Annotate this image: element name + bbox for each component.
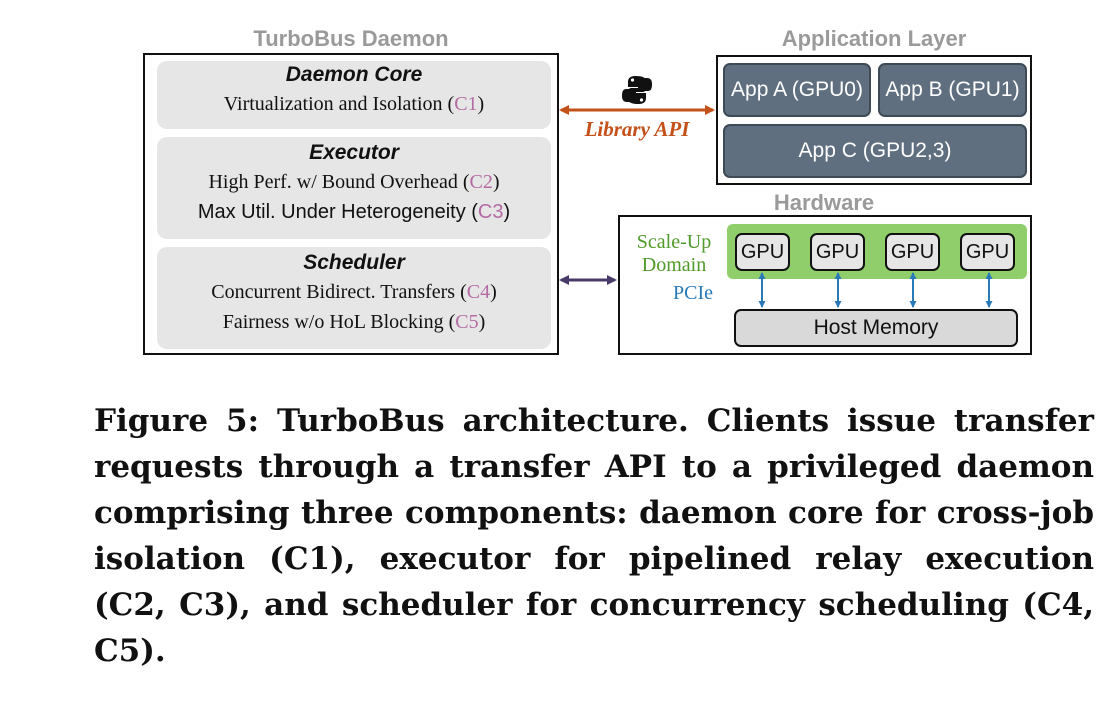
figure-caption: Figure 5: TurboBus architecture. Clients… — [94, 403, 1094, 669]
scheduler-line-2: Fairness w/o HoL Blocking (C5) — [222, 311, 486, 333]
executor-title: Executor — [309, 141, 399, 164]
executor-line-1: High Perf. w/ Bound Overhead (C2) — [208, 171, 500, 193]
python-logo-icon — [622, 76, 652, 104]
app-b-box: App B (GPU1) — [878, 63, 1027, 117]
gpu-box-0: GPU — [735, 233, 790, 271]
app-c-box: App C (GPU2,3) — [723, 124, 1027, 178]
gpu-box-2: GPU — [885, 233, 940, 271]
daemon-title: TurboBus Daemon — [253, 26, 449, 51]
daemon-core-title: Daemon Core — [285, 63, 423, 86]
daemon-core-line: Virtualization and Isolation (C1) — [223, 93, 485, 115]
daemon-frame: Daemon Core Virtualization and Isolation… — [143, 53, 559, 355]
connectors — [559, 76, 993, 308]
pcie-arrows — [758, 272, 993, 308]
scheduler-box: Scheduler Concurrent Bidirect. Transfers… — [157, 247, 551, 349]
gpu-box-1: GPU — [810, 233, 865, 271]
library-api-label: Library API — [584, 117, 690, 141]
app-a-box: App A (GPU0) — [723, 63, 871, 117]
gpu-box-3: GPU — [960, 233, 1015, 271]
pcie-label: PCIe — [673, 282, 713, 304]
executor-line-2: Max Util. Under Heterogeneity (C3) — [197, 201, 511, 223]
daemon-core-box: Daemon Core Virtualization and Isolation… — [157, 61, 551, 129]
hardware-title: Hardware — [773, 190, 875, 215]
application-layer-title: Application Layer — [781, 26, 967, 51]
host-memory-box: Host Memory — [734, 309, 1018, 347]
executor-box: Executor High Perf. w/ Bound Overhead (C… — [157, 137, 551, 239]
scheduler-title: Scheduler — [303, 251, 405, 274]
scale-up-label: Scale-Up Domain — [636, 231, 712, 276]
application-frame: App A (GPU0) App B (GPU1) App C (GPU2,3) — [716, 55, 1032, 185]
scheduler-line-1: Concurrent Bidirect. Transfers (C4) — [211, 281, 497, 303]
